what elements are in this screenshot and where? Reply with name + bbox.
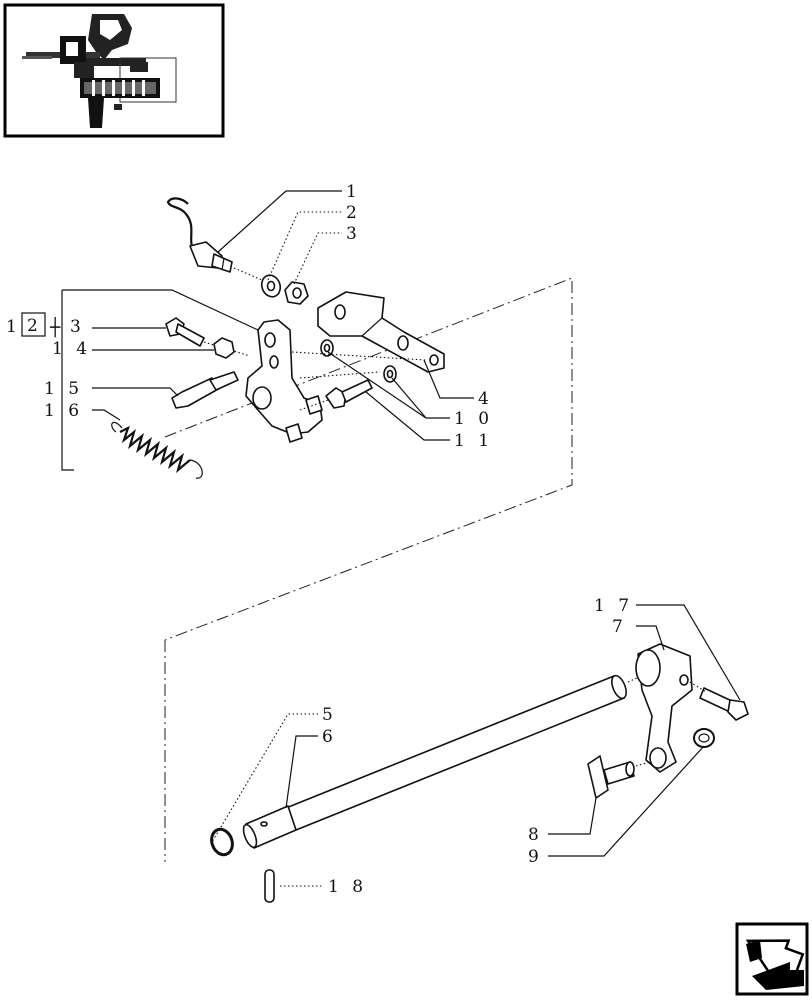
part-15-pin xyxy=(171,371,239,409)
callout-1: 1 xyxy=(346,182,361,202)
part-16-spring xyxy=(111,421,203,479)
callout-labels: 1 2 3 4 1 0 1 1 1 2 ┼ 3 1 4 1 5 1 6 1 7 … xyxy=(6,182,633,897)
part-7-lever-arm xyxy=(635,643,693,773)
part-10-washers xyxy=(320,339,397,383)
callout-12-box xyxy=(21,312,46,337)
callout-14: 1 4 xyxy=(52,339,91,359)
part-9-clip xyxy=(693,728,715,748)
part-17-bolt xyxy=(699,687,749,721)
callout-7: 7 xyxy=(612,617,627,637)
callout-9: 9 xyxy=(528,847,543,867)
callout-12-separator-icon: ┼ xyxy=(49,317,61,338)
callout-12-box-number: 2 xyxy=(27,316,42,336)
part-3-nut xyxy=(284,281,309,305)
callout-8: 8 xyxy=(528,825,543,845)
callout-4: 4 xyxy=(478,389,493,409)
callout-17: 1 7 xyxy=(594,596,633,616)
overview-thumbnail xyxy=(3,3,225,138)
leader-lines xyxy=(61,190,741,887)
callout-5: 5 xyxy=(322,705,337,725)
next-page-arrow-icon[interactable] xyxy=(735,922,809,996)
part-2-washer xyxy=(260,274,282,298)
callout-12-prefix: 1 xyxy=(6,317,21,337)
callout-11: 1 1 xyxy=(454,431,493,451)
part-14-nut xyxy=(213,337,235,359)
callout-18: 1 8 xyxy=(328,877,367,897)
part-18-roll-pin xyxy=(264,869,275,903)
callout-15: 1 5 xyxy=(44,379,83,399)
callout-6: 6 xyxy=(322,727,337,747)
callout-16: 1 6 xyxy=(44,401,83,421)
callout-13: 3 xyxy=(70,317,85,337)
part-12-lever xyxy=(245,319,323,443)
part-8-pin xyxy=(587,755,635,799)
callout-3: 3 xyxy=(346,224,361,244)
part-5-circlip xyxy=(210,827,234,857)
callout-2: 2 xyxy=(346,203,361,223)
thumbnail-assembly-drawing xyxy=(22,14,177,128)
part-4-bracket xyxy=(317,291,445,373)
callout-10: 1 0 xyxy=(454,409,493,429)
part-11-bolt xyxy=(325,379,373,409)
part-6-shaft xyxy=(242,674,627,849)
part-13-screw xyxy=(165,317,205,347)
upper-group-boundary xyxy=(164,277,573,641)
part-1-switch xyxy=(166,197,233,273)
